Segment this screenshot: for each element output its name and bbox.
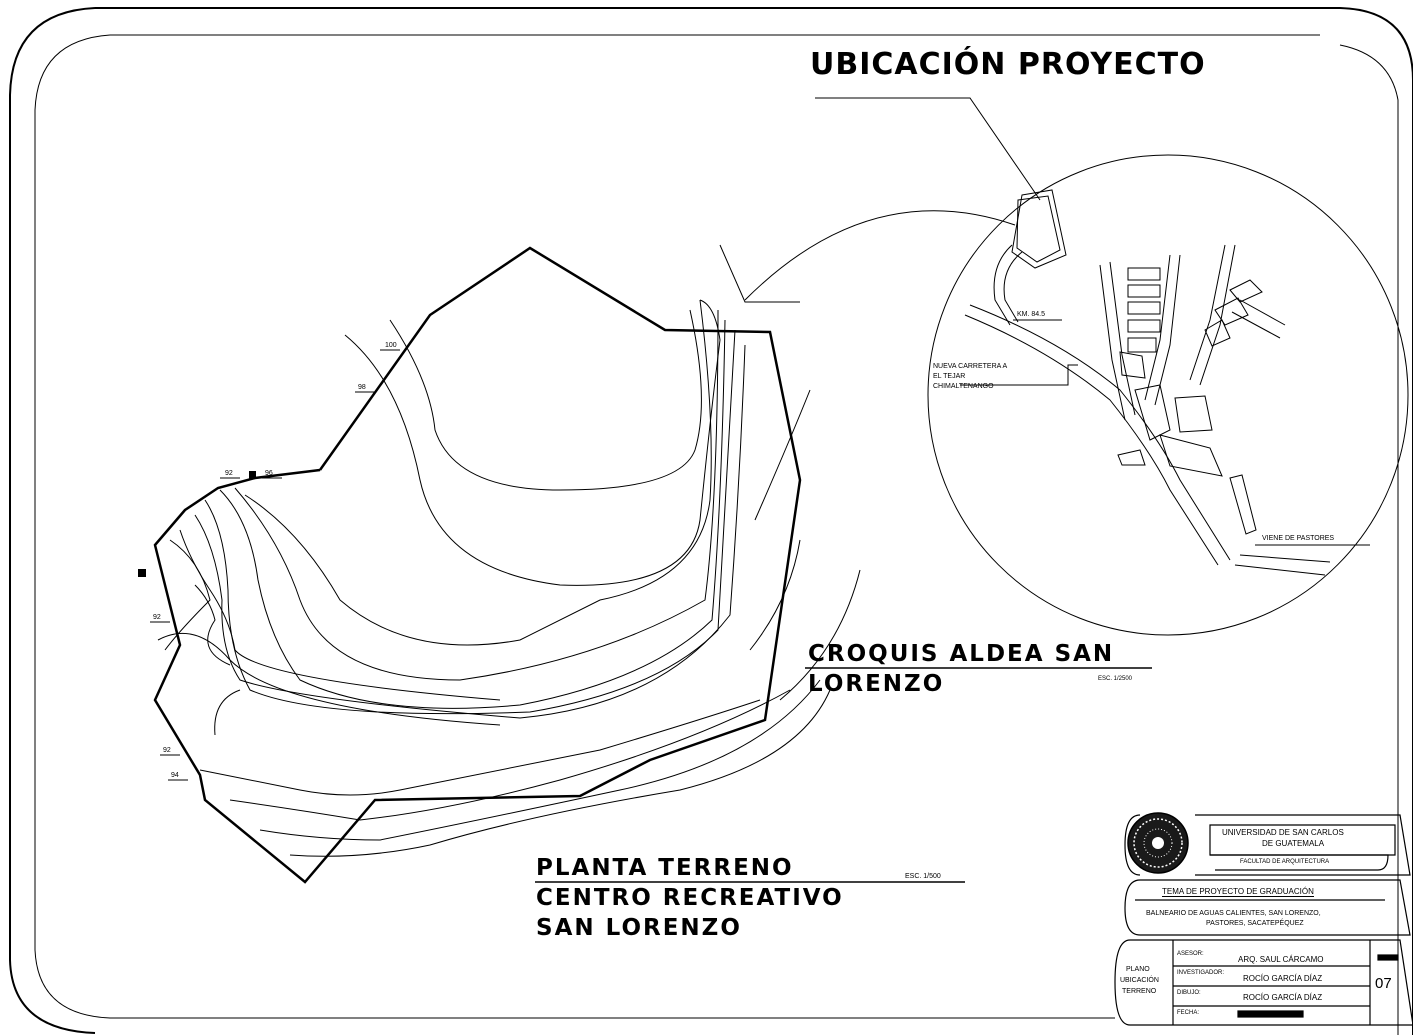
researcher-value: ROCÍO GARCÍA DÍAZ [1243, 974, 1323, 983]
sheet-name: PLANO [1126, 966, 1150, 973]
arrow-head [719, 244, 800, 303]
location-title: UBICACIÓN PROYECTO [810, 47, 1206, 82]
plan-scale: ESC. 1/500 [905, 873, 941, 880]
researcher-label: INVESTIGADOR: [1177, 970, 1225, 976]
marker-square [249, 471, 256, 479]
map-label-from: VIENE DE PASTORES [1262, 535, 1335, 542]
plan-title: CENTRO RECREATIVO [536, 885, 844, 911]
map-label-road: CHIMALTENANGO [933, 383, 994, 390]
university-name: UNIVERSIDAD DE SAN CARLOS [1222, 828, 1344, 837]
sheet-name: UBICACIÓN [1120, 977, 1159, 984]
contour-label: 92 [163, 747, 171, 754]
university-seal-icon [1127, 812, 1189, 874]
plan-title: PLANTA TERRENO [536, 855, 794, 881]
theme-text: PASTORES, SACATEPÉQUEZ [1206, 920, 1304, 927]
theme-heading: TEMA DE PROYECTO DE GRADUACIÓN [1162, 887, 1314, 897]
sheet-name: TERRENO [1122, 988, 1157, 995]
arrow-curve [744, 210, 1016, 301]
location-map-streets [960, 189, 1370, 576]
contour-label: 98 [358, 384, 366, 391]
drawing-label: DIBUJO: [1177, 990, 1201, 996]
contour-label-ticks [150, 349, 400, 781]
advisor-label: ASESOR: [1177, 951, 1204, 957]
sketch-scale: ESC. 1/2500 [1098, 676, 1133, 682]
title-block-frame [1114, 814, 1413, 1026]
advisor-value: ARQ. SAUL CÁRCAMO [1238, 955, 1324, 964]
sheet-number: 07 [1375, 975, 1392, 992]
leader-line [815, 97, 1041, 201]
contour-lines [157, 299, 861, 857]
map-label-road: NUEVA CARRETERA A [933, 363, 1008, 370]
marker-square [138, 569, 146, 577]
sketch-title: CROQUIS ALDEA SAN [808, 641, 1115, 667]
date-label: FECHA: [1177, 1010, 1200, 1016]
university-name: DE GUATEMALA [1262, 839, 1325, 848]
plan-title: SAN LORENZO [536, 915, 742, 941]
contour-label: 92 [225, 470, 233, 477]
location-map-circle [927, 154, 1409, 636]
sketch-title: LORENZO [808, 671, 945, 697]
contour-label: 96 [265, 470, 273, 477]
map-label-road: EL TEJAR [933, 373, 966, 380]
contour-label: 100 [385, 342, 397, 349]
theme-text: BALNEARIO DE AGUAS CALIENTES, SAN LORENZ… [1146, 910, 1321, 917]
map-label-km: KM. 84.5 [1017, 311, 1046, 318]
terrain-boundary [153, 246, 802, 884]
faculty-name: FACULTAD DE ARQUITECTURA [1240, 859, 1330, 865]
drawing-value: ROCÍO GARCÍA DÍAZ [1243, 993, 1323, 1002]
contour-label: 94 [171, 772, 179, 779]
contour-label: 92 [153, 614, 161, 621]
